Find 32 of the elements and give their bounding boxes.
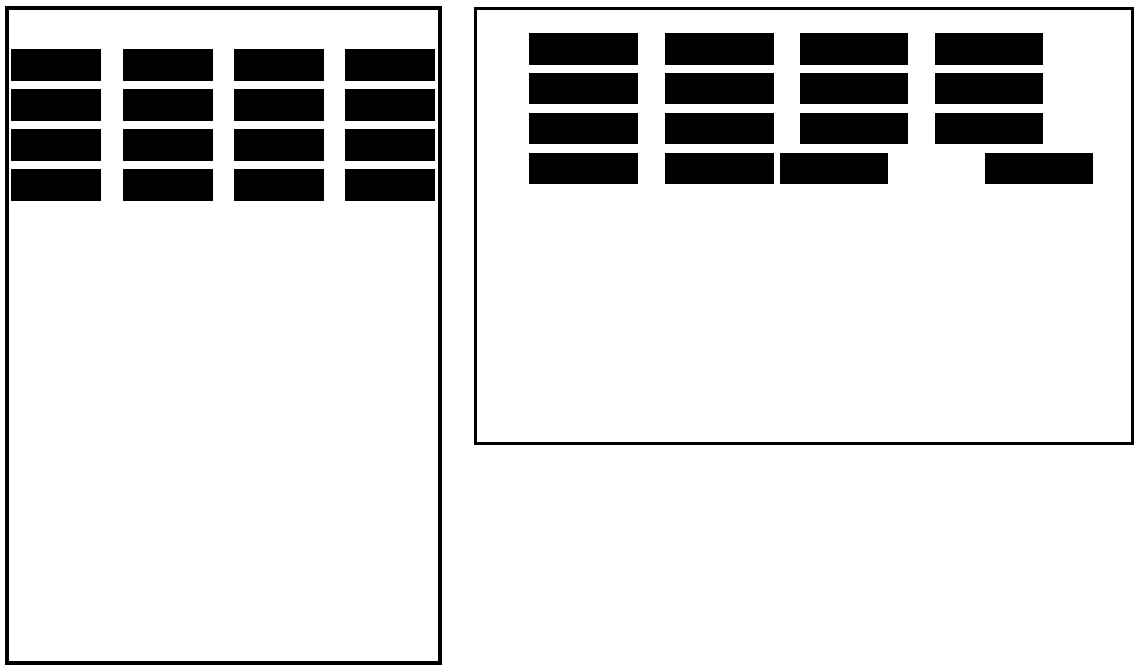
bar bbox=[780, 153, 888, 184]
bar bbox=[123, 169, 213, 201]
bar bbox=[123, 89, 213, 121]
bar bbox=[665, 73, 774, 104]
bar bbox=[11, 49, 101, 81]
bar bbox=[234, 89, 324, 121]
bar bbox=[345, 49, 435, 81]
bar bbox=[935, 33, 1043, 65]
bar bbox=[800, 33, 908, 65]
bar bbox=[985, 153, 1093, 184]
bar bbox=[665, 113, 774, 144]
bar bbox=[665, 33, 774, 65]
bar bbox=[800, 73, 908, 104]
bar bbox=[529, 113, 638, 144]
bar bbox=[345, 169, 435, 201]
bar bbox=[665, 153, 774, 184]
bar bbox=[935, 113, 1043, 144]
bar bbox=[529, 73, 638, 104]
bar bbox=[529, 153, 638, 184]
bar bbox=[234, 169, 324, 201]
bar bbox=[345, 129, 435, 161]
bar bbox=[123, 129, 213, 161]
bar bbox=[123, 49, 213, 81]
bar bbox=[345, 89, 435, 121]
bar bbox=[800, 113, 908, 144]
bar bbox=[234, 129, 324, 161]
bar bbox=[11, 89, 101, 121]
bar bbox=[11, 169, 101, 201]
bar bbox=[935, 73, 1043, 104]
bar bbox=[529, 33, 638, 65]
bar bbox=[11, 129, 101, 161]
bar bbox=[234, 49, 324, 81]
